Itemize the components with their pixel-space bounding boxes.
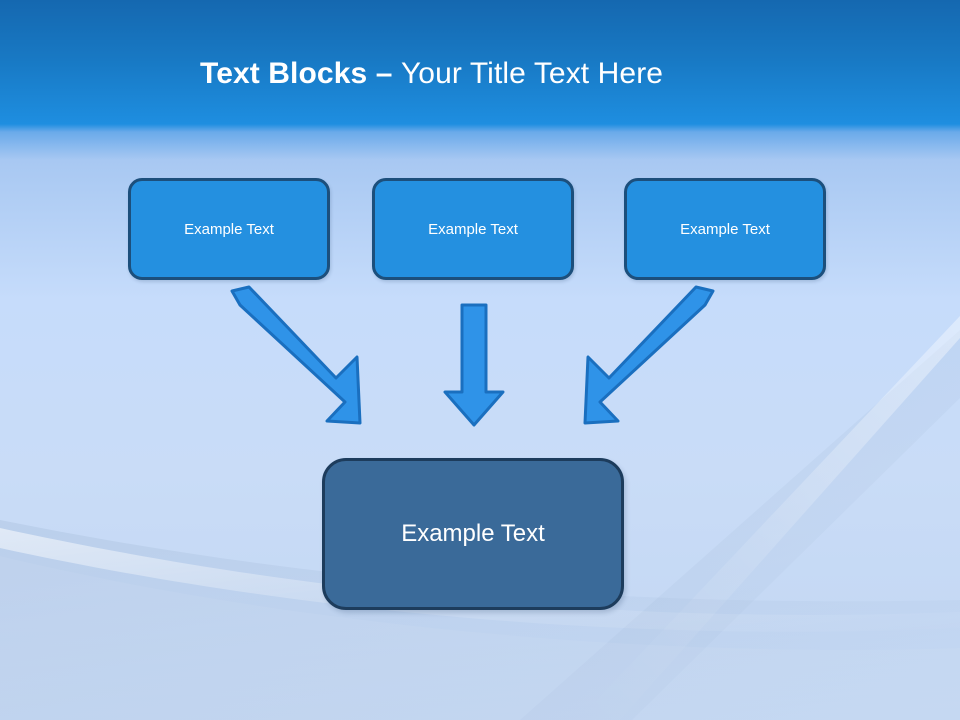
text-block-box-1[interactable]: Example Text xyxy=(128,178,330,280)
slide-title-light: Your Title Text Here xyxy=(400,57,664,90)
text-block-box-2[interactable]: Example Text xyxy=(372,178,574,280)
text-block-box-3[interactable]: Example Text xyxy=(624,178,826,280)
text-block-box-3-label: Example Text xyxy=(680,220,770,238)
text-block-result-box[interactable]: Example Text xyxy=(322,458,624,610)
slide-title: Text Blocks – Your Title Text Here xyxy=(200,54,663,94)
slide-title-strong: Text Blocks xyxy=(200,57,376,90)
arrow-right-diagonal xyxy=(583,285,715,425)
arrow-center-vertical xyxy=(443,303,505,427)
slide-title-separator: – xyxy=(375,57,401,90)
text-block-result-box-label: Example Text xyxy=(401,520,545,547)
text-block-box-2-label: Example Text xyxy=(428,220,518,238)
text-block-box-1-label: Example Text xyxy=(184,220,274,238)
arrow-left-diagonal xyxy=(230,285,362,425)
